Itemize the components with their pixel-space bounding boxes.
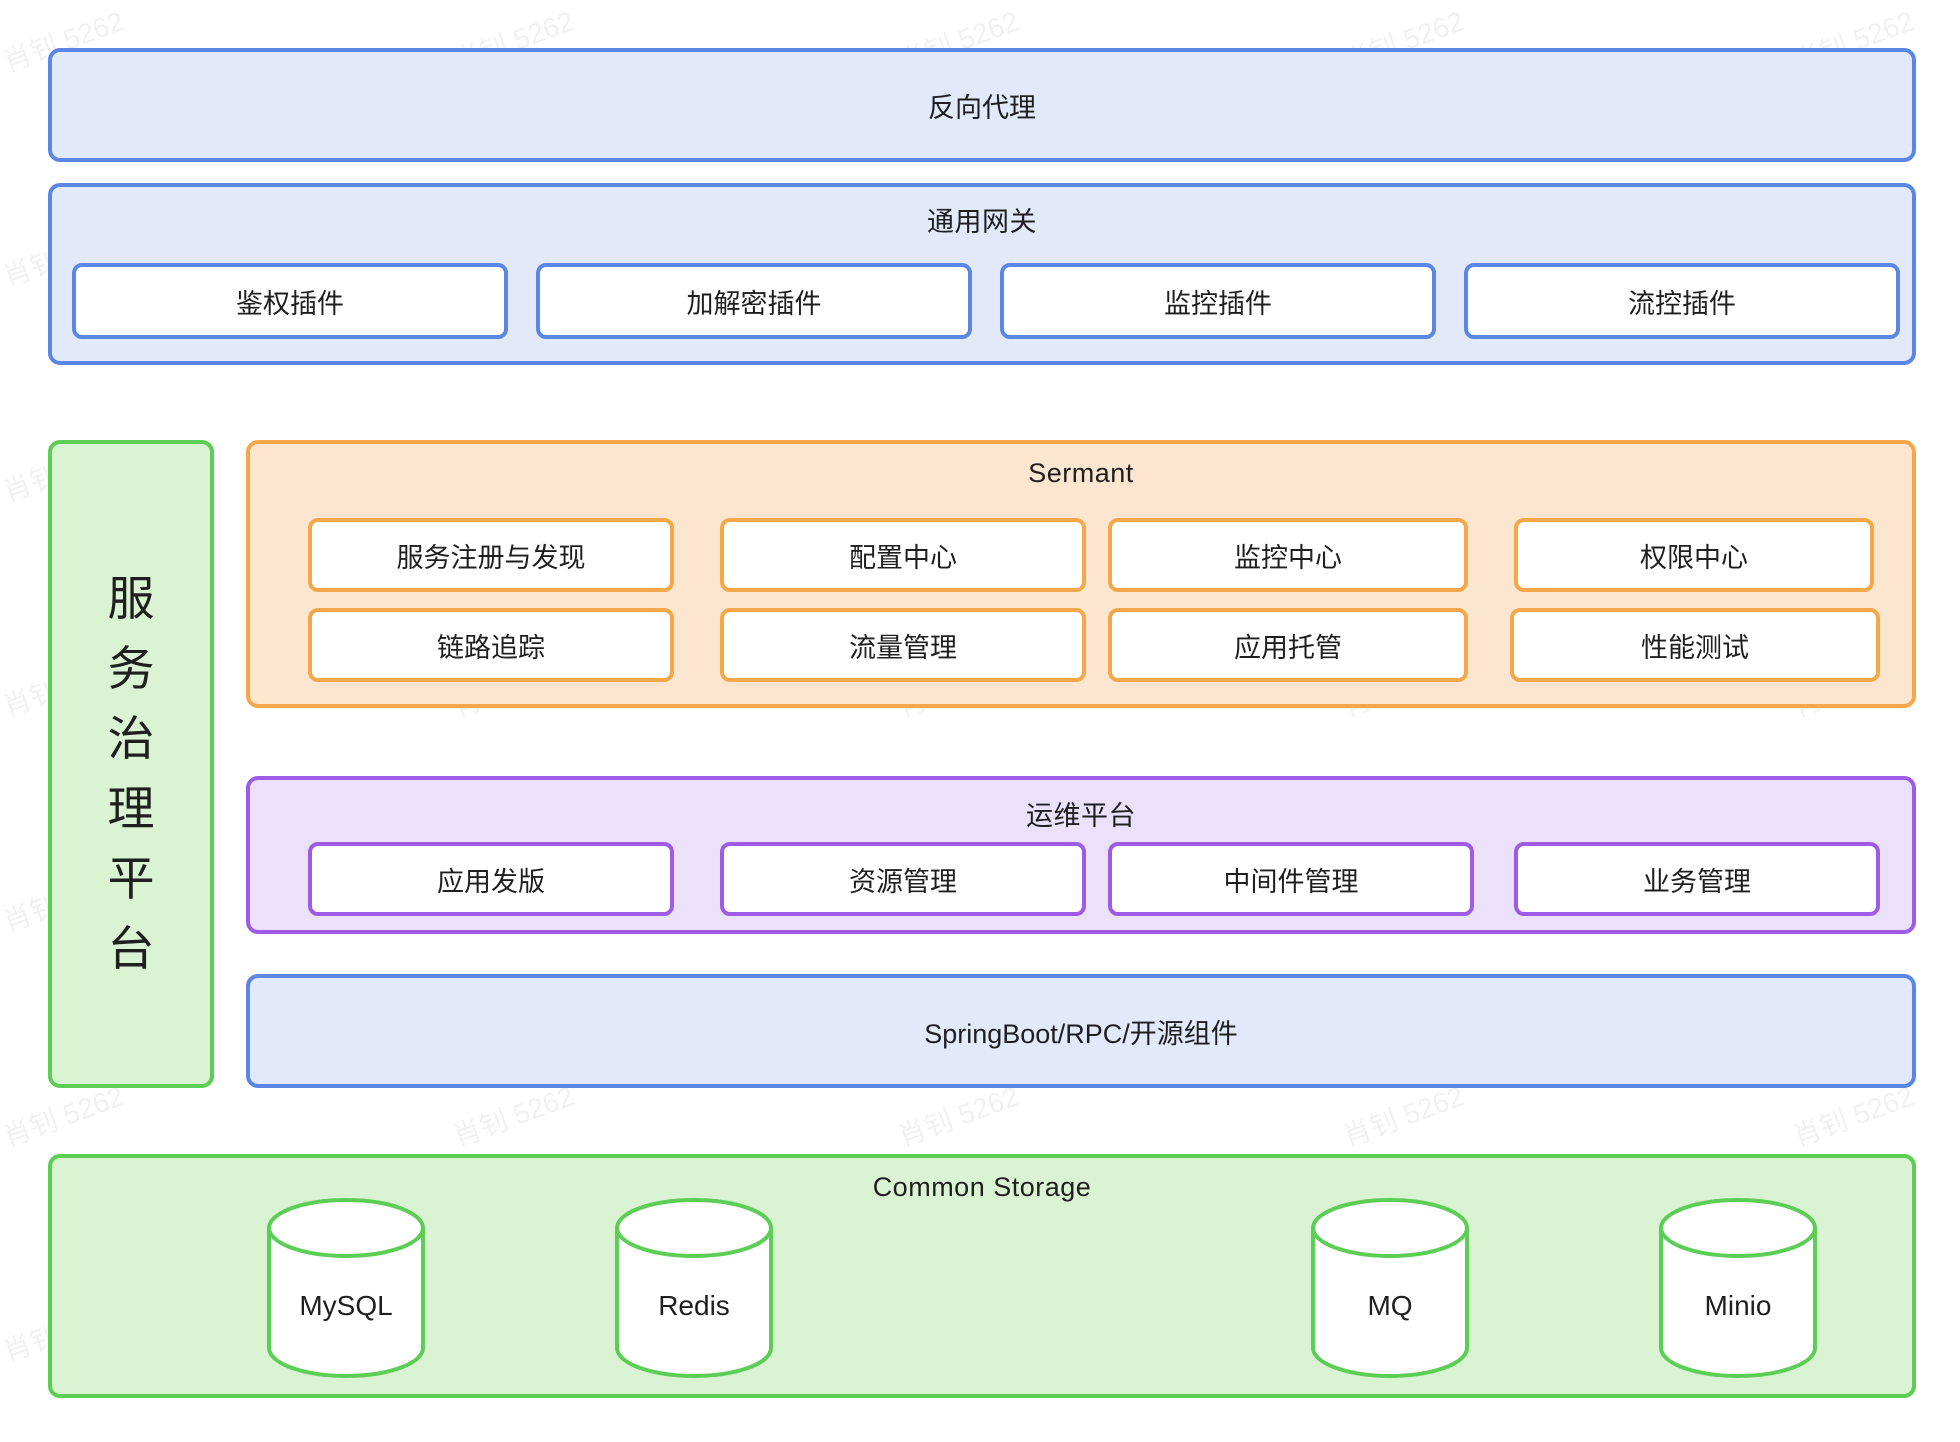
governance-char: 台 [107,922,155,975]
gateway-layer: 通用网关 鉴权插件 加解密插件 监控插件 流控插件 [48,183,1916,365]
sermant-module: 链路追踪 [308,608,674,682]
storage-label: Redis [658,1290,730,1321]
storage-label: MQ [1367,1290,1413,1321]
governance-char: 治 [107,712,155,765]
gateway-title: 通用网关 [927,207,1037,237]
framework-label: SpringBoot/RPC/开源组件 [924,1018,1238,1049]
governance-char: 理 [107,782,155,835]
reverse-proxy-label: 反向代理 [928,92,1036,123]
gateway-plugin: 加解密插件 [536,263,972,339]
governance-platform-title: 服 务 治 理 平 台 [52,564,210,984]
sermant-module: 性能测试 [1510,608,1880,682]
gateway-plugin: 监控插件 [1000,263,1436,339]
governance-platform-panel: 服 务 治 理 平 台 [48,440,214,1088]
storage-label: MySQL [299,1290,393,1321]
sermant-module: 流量管理 [720,608,1086,682]
database-cylinder-redis: Redis [614,1196,774,1380]
sermant-module: 监控中心 [1108,518,1468,592]
database-cylinder-mysql: MySQL [266,1196,426,1380]
database-icon [267,1198,425,1378]
database-icon [1659,1198,1817,1378]
database-icon [1311,1198,1469,1378]
gateway-plugin: 鉴权插件 [72,263,508,339]
sermant-module: 权限中心 [1514,518,1874,592]
ops-module: 资源管理 [720,842,1086,916]
sermant-module: 应用托管 [1108,608,1468,682]
storage-label: Minio [1704,1290,1772,1321]
ops-module: 应用发版 [308,842,674,916]
reverse-proxy-layer: 反向代理 [48,48,1916,162]
sermant-title: Sermant [1028,458,1134,488]
ops-module: 中间件管理 [1108,842,1474,916]
database-cylinder-mq: MQ [1310,1196,1470,1380]
sermant-layer: Sermant 服务注册与发现 配置中心 监控中心 权限中心 链路追踪 流量管理… [246,440,1916,708]
ops-platform-title: 运维平台 [1026,801,1136,831]
governance-char: 平 [107,852,155,905]
ops-platform-layer: 运维平台 应用发版 资源管理 中间件管理 业务管理 [246,776,1916,934]
database-cylinder-minio: Minio [1658,1196,1818,1380]
sermant-module: 配置中心 [720,518,1086,592]
governance-char: 务 [107,642,155,695]
common-storage-title: Common Storage [872,1172,1092,1202]
framework-layer: SpringBoot/RPC/开源组件 [246,974,1916,1088]
common-storage-layer: Common Storage MySQL Redis MQ Minio [48,1154,1916,1398]
database-icon [615,1198,773,1378]
governance-char: 服 [107,572,155,625]
sermant-module: 服务注册与发现 [308,518,674,592]
gateway-plugin: 流控插件 [1464,263,1900,339]
ops-module: 业务管理 [1514,842,1880,916]
